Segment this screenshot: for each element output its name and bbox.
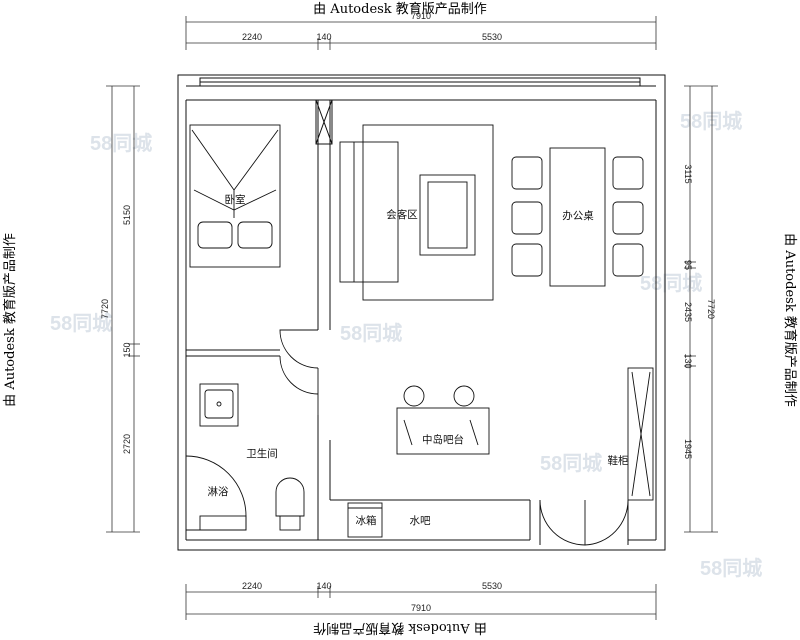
dim-left-seg: 5150 <box>122 205 132 225</box>
dim-bottom-seg: 5530 <box>482 581 502 591</box>
dim-right-seg: 130 <box>683 353 693 368</box>
bathroom-fixtures <box>185 383 305 531</box>
sink-label: 水吧 <box>410 515 431 527</box>
bedroom-door <box>279 329 319 369</box>
office-furniture <box>511 147 644 287</box>
watermark: 58同城 <box>50 311 112 335</box>
dim-right-seg: 1945 <box>683 439 693 459</box>
watermark: 58同城 <box>90 131 152 155</box>
doors <box>279 329 629 546</box>
kitchen <box>347 502 383 538</box>
watermark: 58同城 <box>640 271 702 295</box>
banner-left: 由 Autodesk 教育版产品制作 <box>2 233 18 407</box>
dim-top-seg: 5530 <box>482 32 502 42</box>
bedroom-label: 卧室 <box>225 193 246 206</box>
watermark: 58同城 <box>340 321 402 345</box>
dim-left-total: 7720 <box>100 299 110 319</box>
dimension-lines <box>106 16 718 620</box>
office-desk-label: 办公桌 <box>562 209 594 222</box>
bathroom-label: 卫生间 <box>246 447 278 460</box>
dim-bottom-seg: 2240 <box>242 581 262 591</box>
walls <box>177 74 666 551</box>
dim-right-total: 7720 <box>706 299 716 319</box>
dim-top-total: 7910 <box>411 11 431 21</box>
dim-right-seg: 2435 <box>683 302 693 322</box>
island-bar-label: 中岛吧台 <box>422 433 464 446</box>
dim-bottom-total: 7910 <box>411 603 431 613</box>
banner-right: 由 Autodesk 教育版产品制作 <box>782 233 798 407</box>
watermark: 58同城 <box>680 109 742 133</box>
dim-bottom-seg: 140 <box>316 581 331 591</box>
banner-top: 由 Autodesk 教育版产品制作 <box>313 1 487 17</box>
dim-left-seg: 2720 <box>122 434 132 454</box>
dim-right-seg: 95 <box>683 260 693 270</box>
fridge-label: 冰箱 <box>356 514 377 527</box>
lounge-furniture <box>339 124 494 301</box>
watermark-layer: 58同城 58同城 58同城 58同城 58同城 58同城 58同城 <box>50 109 762 580</box>
lounge-label: 会客区 <box>386 208 418 221</box>
shoe-cabinet-label: 鞋柜 <box>608 454 629 467</box>
dim-right-seg: 3115 <box>683 164 693 183</box>
watermark: 58同城 <box>540 451 602 475</box>
watermark: 58同城 <box>700 556 762 580</box>
shoe-cabinet <box>627 367 654 501</box>
dim-left-seg: 150 <box>122 342 132 357</box>
banner-bottom: 由 Autodesk 教育版产品制作 <box>313 620 487 636</box>
dim-top-seg: 2240 <box>242 32 262 42</box>
bed <box>189 124 281 268</box>
dim-top-seg: 140 <box>316 32 331 42</box>
island-bar <box>396 385 490 455</box>
shower-label: 淋浴 <box>208 485 229 498</box>
